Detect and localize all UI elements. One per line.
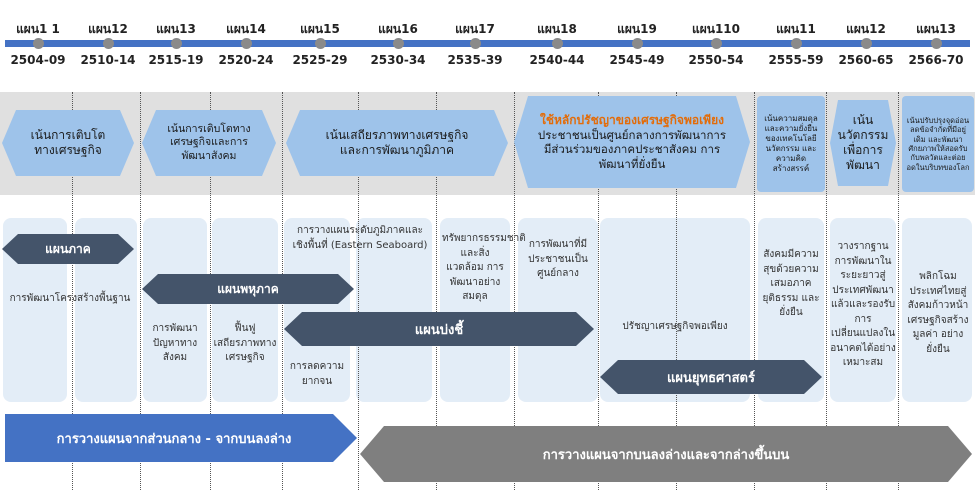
- focus-hexagon: เน้นเสถียรภาพทางเศรษฐกิจและการพัฒนาภูมิภ…: [286, 110, 508, 176]
- timeline-dot: [240, 38, 252, 49]
- detail-text: วางรากฐานการพัฒนาในระยะยาวสู่ประเทศพัฒนา…: [830, 241, 896, 368]
- plan-separator: [358, 92, 359, 490]
- focus-text: ประชาชนเป็นศูนย์กลางการพัฒนาการมีส่วนร่ว…: [537, 127, 727, 171]
- plan-label: แผน110: [691, 22, 741, 36]
- plan-separator: [436, 92, 437, 490]
- plan-label: แผน19: [617, 22, 657, 36]
- detail-column: [143, 218, 207, 402]
- detail-text: ทรัพยากรธรรมชาติและสิ่งแวดล้อม การพัฒนาอ…: [442, 233, 526, 302]
- timeline-dot: [314, 38, 326, 49]
- plan-separator: [140, 92, 141, 490]
- detail-column: [356, 218, 432, 402]
- arrow-label: แผนพหุภาค: [217, 281, 279, 296]
- focus-text: เน้นเสถียรภาพทางเศรษฐกิจและการพัฒนาภูมิภ…: [325, 128, 469, 157]
- year-label: 2515-19: [148, 53, 204, 67]
- plan-label: แผน12: [88, 22, 128, 36]
- plan-label: แผน17: [455, 22, 495, 36]
- arrow-label: แผนยุทธศาสตร์: [667, 370, 755, 386]
- plan-label: แผน14: [226, 22, 266, 36]
- focus-hexagon: เน้นความสมดุลและความยั่งยืนของเทคโนโลยี …: [757, 96, 825, 192]
- approach-arrow: การวางแผนจากบนลงล่างและจากล่างขึ้นบน: [360, 426, 972, 482]
- detail-text: สังคมมีความสุขด้วยความเสมอภาค ยุติธรรม แ…: [762, 249, 820, 318]
- year-label: 2545-49: [609, 53, 665, 67]
- focus-text: เน้นการเติบโตทางเศรษฐกิจ: [30, 128, 106, 157]
- plan-label: แผน1 1: [16, 22, 60, 36]
- timeline-bar: [5, 40, 970, 47]
- focus-highlight-text: ใช้หลักปรัชญาของเศรษฐกิจพอเพียง: [540, 112, 724, 127]
- plan-label: แผน13: [916, 22, 956, 36]
- detail-text: การพัฒนาปัญหาทางสังคม: [152, 323, 198, 363]
- detail-text: ปรัชญาเศรษฐกิจพอเพียง: [622, 321, 728, 332]
- year-label: 2550-54: [688, 53, 744, 67]
- detail-text: การพัฒนาที่มีประชาชนเป็นศูนย์กลาง: [528, 239, 588, 279]
- plan-label: แผน13: [156, 22, 196, 36]
- plan-separator: [754, 92, 755, 490]
- focus-hexagon: เน้นการเติบโตทางเศรษฐกิจและการพัฒนาสังคม: [142, 110, 276, 176]
- detail-column: [284, 218, 350, 402]
- year-label: 2525-29: [292, 53, 348, 67]
- year-label: 2566-70: [908, 53, 964, 67]
- arrow-label: การวางแผนจากส่วนกลาง - จากบนลงล่าง: [56, 431, 292, 447]
- arrow-label: แผนภาค: [45, 241, 91, 256]
- plan-type-arrow: แผนภาค: [2, 234, 134, 264]
- detail-text: การพัฒนาโครงสร้างพื้นฐาน: [9, 293, 131, 304]
- timeline-dot: [469, 38, 481, 49]
- plan-label: แผน15: [300, 22, 340, 36]
- timeline-dot: [710, 38, 722, 49]
- plan-label: แผน12: [846, 22, 886, 36]
- plan-type-arrow: แผนบ่งชี้: [284, 312, 594, 346]
- detail-column: [902, 218, 972, 402]
- year-label: 2504-09: [10, 53, 66, 67]
- year-label: 2560-65: [838, 53, 894, 67]
- arrow-label: การวางแผนจากบนลงล่างและจากล่างขึ้นบน: [542, 447, 790, 463]
- timeline-dot: [930, 38, 942, 49]
- timeline-dot: [631, 38, 643, 49]
- timeline-dot: [32, 38, 44, 49]
- plan-label: แผน18: [537, 22, 577, 36]
- plan-type-arrow: แผนยุทธศาสตร์: [600, 360, 822, 394]
- year-label: 2540-44: [529, 53, 585, 67]
- focus-hexagon: เน้นนวัตกรรมเพื่อการพัฒนา: [830, 100, 896, 186]
- detail-column: [212, 218, 278, 402]
- timeline-dot: [170, 38, 182, 49]
- timeline-dot: [860, 38, 872, 49]
- timeline-dot: [392, 38, 404, 49]
- timeline-dot: [551, 38, 563, 49]
- focus-text: เน้นการเติบโตทางเศรษฐกิจและการพัฒนาสังคม: [167, 123, 251, 162]
- detail-text: การวางแผนระดับภูมิภาคและเชิงพื้นที่ (Eas…: [292, 225, 428, 251]
- plan-type-arrow: แผนพหุภาค: [142, 274, 354, 304]
- plan-label: แผน11: [776, 22, 816, 36]
- focus-hexagon: เน้นการเติบโตทางเศรษฐกิจ: [2, 110, 134, 176]
- detail-text: การลดความยากจน: [289, 361, 345, 387]
- focus-text: เน้นนวัตกรรมเพื่อการพัฒนา: [837, 113, 889, 172]
- year-label: 2535-39: [447, 53, 503, 67]
- plan-separator: [598, 92, 599, 490]
- arrow-label: แผนบ่งชี้: [414, 322, 464, 338]
- timeline-dot: [102, 38, 114, 49]
- year-label: 2555-59: [768, 53, 824, 67]
- detail-text: ฟื้นฟูเสถียรภาพทางเศรษฐกิจ: [213, 323, 277, 363]
- detail-column: [518, 218, 598, 402]
- focus-hexagon: ใช้หลักปรัชญาของเศรษฐกิจพอเพียง ประชาชนเ…: [514, 96, 750, 188]
- focus-hexagon: เน้นปรับปรุงจุดอ่อน ลดข้อจำกัดที่มีอยู่เ…: [902, 96, 974, 192]
- year-label: 2510-14: [80, 53, 136, 67]
- focus-text: เน้นปรับปรุงจุดอ่อน ลดข้อจำกัดที่มีอยู่เ…: [906, 115, 970, 172]
- plan-separator: [676, 92, 677, 490]
- focus-text: เน้นความสมดุลและความยั่งยืนของเทคโนโลยี …: [764, 114, 818, 173]
- detail-text: พลิกโฉมประเทศไทยสู่สังคมก้าวหน้า เศรษฐกิ…: [907, 271, 969, 355]
- detail-column: [440, 218, 510, 402]
- plan-separator: [514, 92, 515, 490]
- plan-separator: [898, 92, 899, 490]
- approach-arrow: การวางแผนจากส่วนกลาง - จากบนลงล่าง: [5, 414, 357, 462]
- year-label: 2520-24: [218, 53, 274, 67]
- plan-label: แผน16: [378, 22, 418, 36]
- year-label: 2530-34: [370, 53, 426, 67]
- timeline-dot: [790, 38, 802, 49]
- plan-separator: [72, 92, 73, 490]
- detail-column: [830, 218, 896, 402]
- plan-separator: [826, 92, 827, 490]
